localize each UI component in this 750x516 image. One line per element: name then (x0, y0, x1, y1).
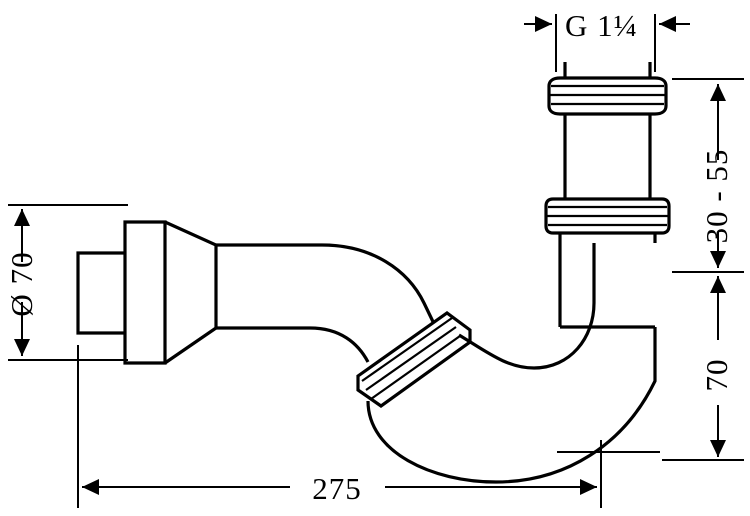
flange-diameter-label: Ø 70 (4, 251, 39, 316)
trap-depth-label: 70 (699, 359, 734, 392)
dimension-annotations (8, 14, 744, 508)
u-bend-inner-wall (458, 243, 596, 370)
angled-coupling-rib-3 (370, 335, 461, 400)
angled-coupling-rib-2 (365, 326, 457, 391)
adjustable-height-label: 30 - 55 (699, 149, 734, 244)
u-bend-outer-wall (366, 327, 657, 484)
curved-elbow-inner (309, 326, 370, 363)
angled-coupling-rib-1 (361, 317, 453, 382)
curved-elbow-outer (321, 243, 439, 331)
overall-length-label: 275 (312, 471, 362, 506)
thread-size-label: G 1¼ (565, 8, 638, 43)
product-geometry (76, 62, 671, 484)
wall-outlet-stub (76, 251, 124, 335)
wall-escutcheon-flange-cone (164, 220, 218, 365)
dimension-text-group: G 1¼ 30 - 55 70 Ø 70 275 (4, 8, 734, 506)
